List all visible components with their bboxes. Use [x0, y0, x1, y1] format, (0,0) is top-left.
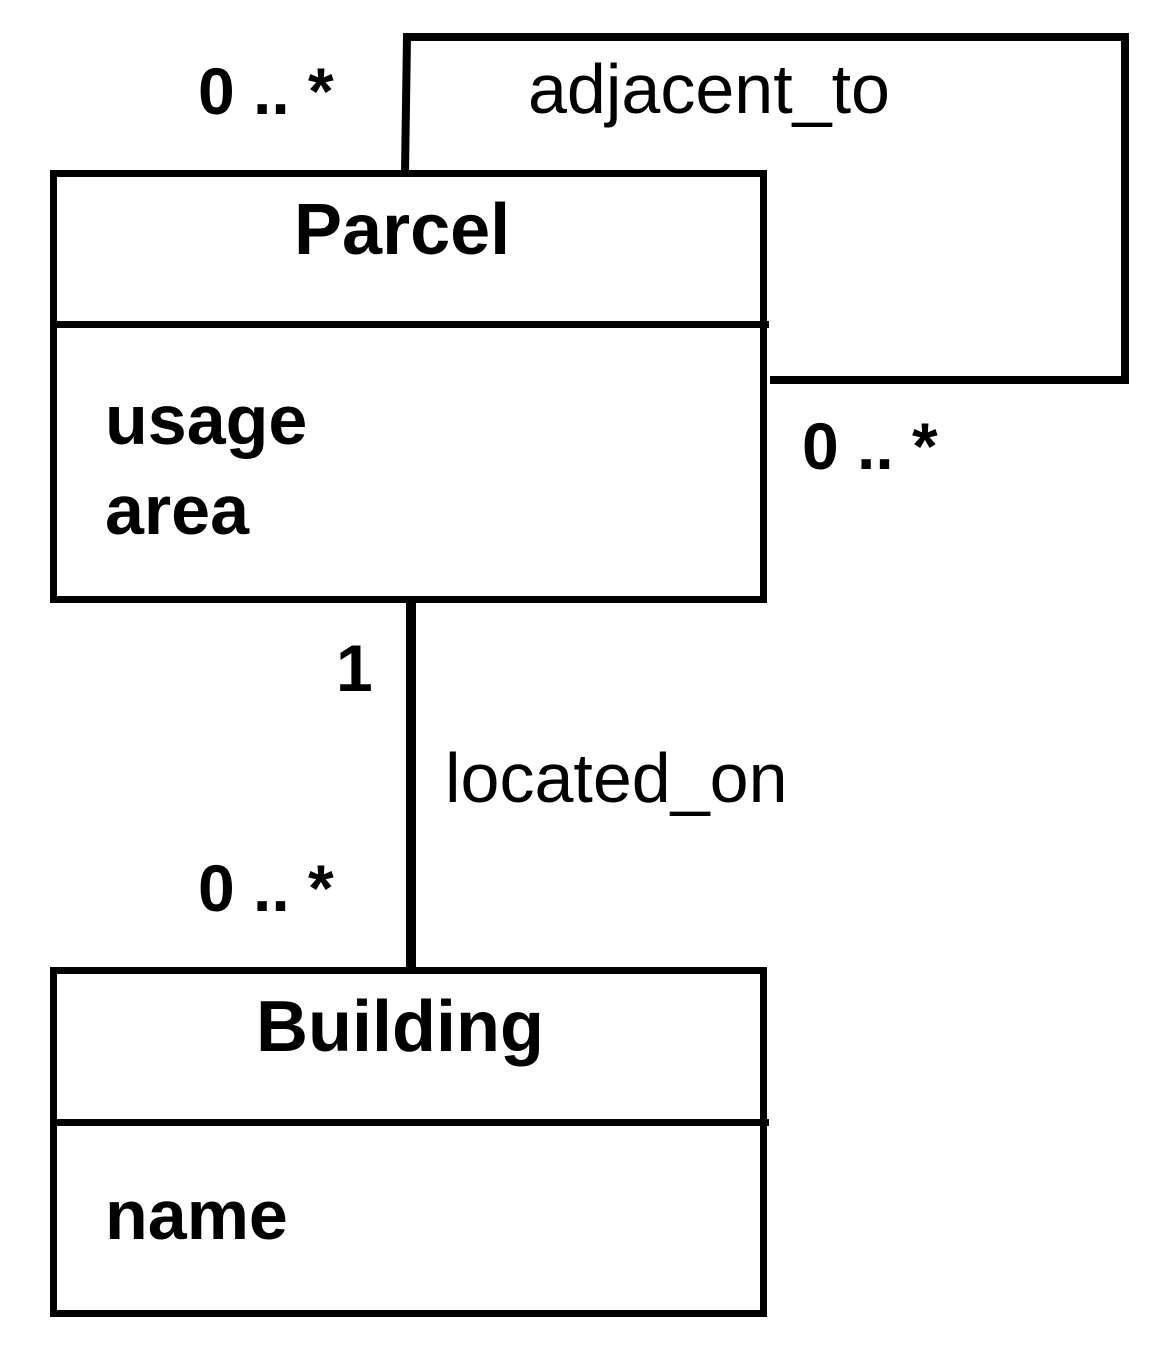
building-attribute-name: name — [105, 1176, 288, 1254]
parcel-attribute-area: area — [105, 471, 250, 549]
located-on-multiplicity-parcel: 1 — [336, 631, 373, 705]
parcel-class-name: Parcel — [294, 190, 511, 270]
building-class — [50, 967, 767, 1317]
adjacent-to-line — [401, 33, 1129, 384]
adjacent-to-multiplicity-target: 0 .. * — [802, 409, 938, 483]
parcel-class — [50, 170, 767, 603]
building-class-name: Building — [256, 987, 544, 1067]
adjacent-to-label: adjacent_to — [528, 50, 890, 128]
located-on-multiplicity-building: 0 .. * — [198, 851, 334, 925]
parcel-divider — [50, 321, 769, 328]
located-on-label: located_on — [445, 739, 788, 817]
adjacent-to-multiplicity-source: 0 .. * — [198, 54, 334, 128]
building-divider — [50, 1119, 769, 1126]
parcel-attribute-usage: usage — [105, 381, 308, 459]
